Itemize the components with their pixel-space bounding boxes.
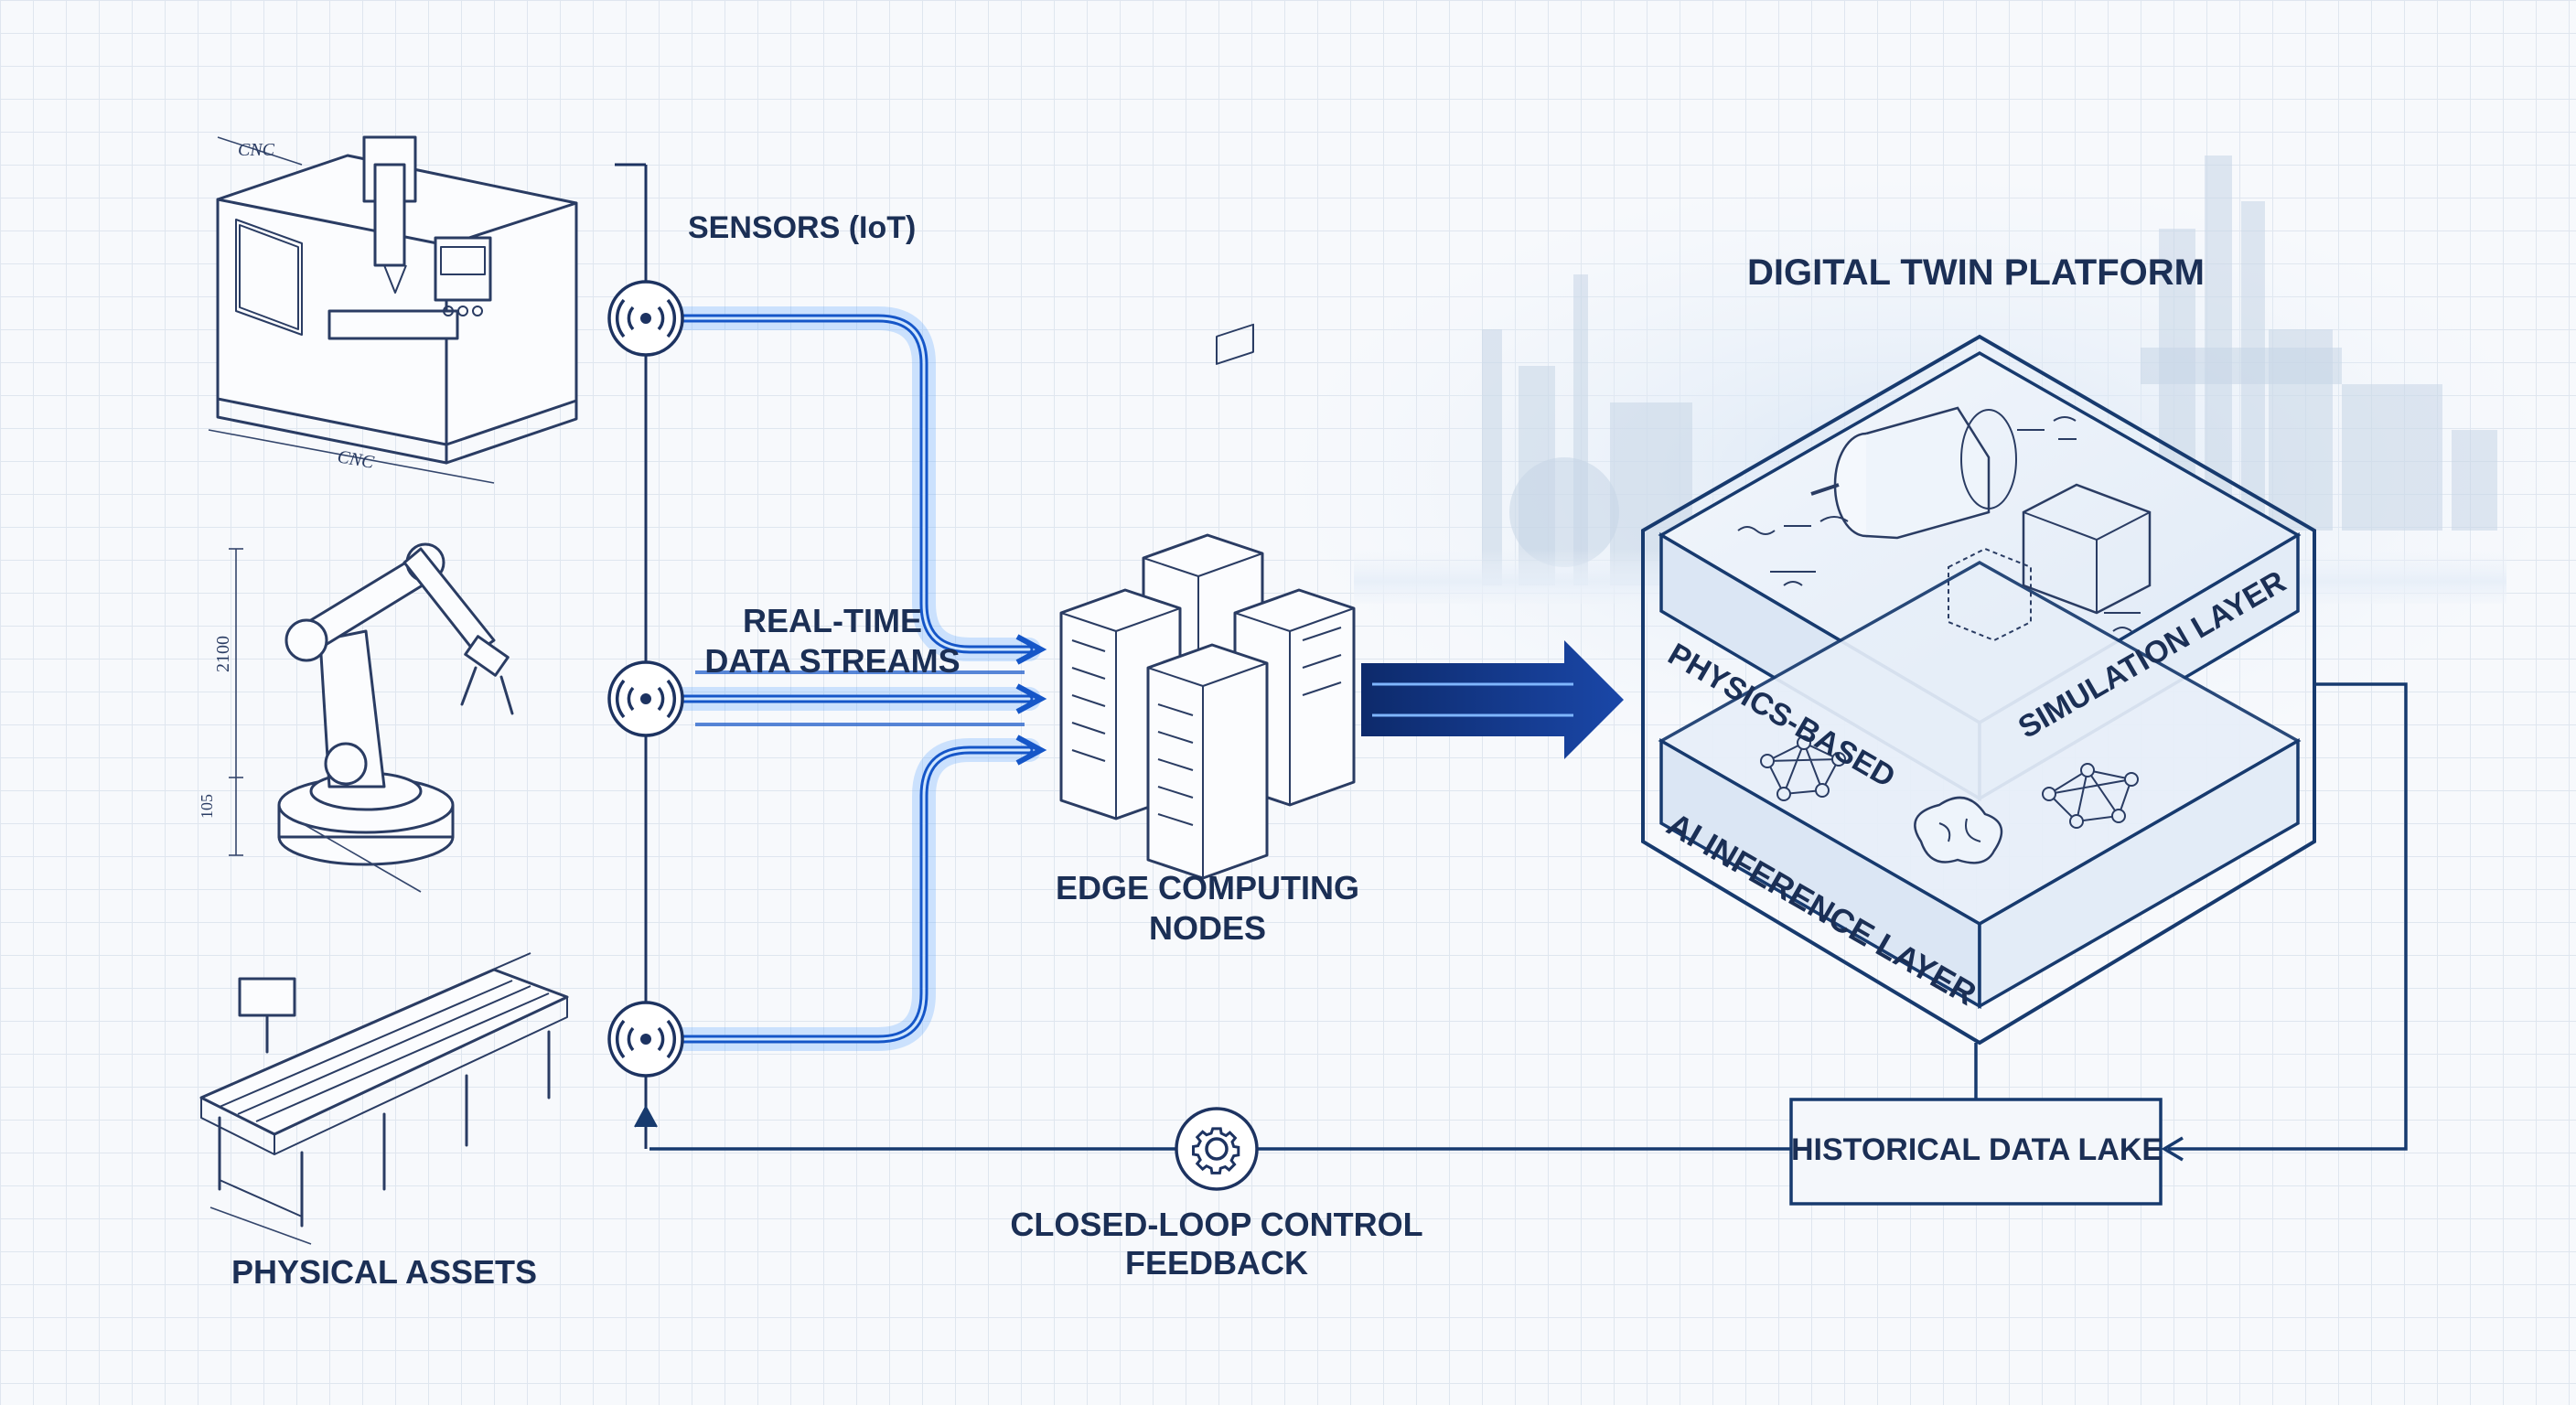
wireless-signal-icon [607,280,684,357]
cnc-annotation-bottom: CNC [336,446,376,473]
edge-nodes-label-line1: EDGE COMPUTING [1055,869,1359,906]
edge-to-platform-arrow [1361,640,1624,759]
edge-nodes-label-line2: NODES [1148,909,1267,947]
robot-arm-drawing: 2100 105 [198,542,514,893]
mesh-cube-icon [1948,483,2152,642]
platform-title: DIGITAL TWIN PLATFORM [1747,252,2205,293]
equation-scribbles [1737,416,2141,632]
feedback-label-line2: FEEDBACK [1124,1244,1308,1282]
data-stream-flows [670,306,1047,1051]
cnc-annotation-top: CNC [238,140,275,160]
cnc-machine-drawing: CNC CNC [208,135,578,484]
gear-icon [1175,1107,1259,1191]
historical-data-lake-box [1789,1098,2163,1206]
data-streams-label-line2: DATA STREAMS [704,642,961,680]
feedback-label-line1: CLOSED-LOOP CONTROL [1010,1206,1423,1243]
robot-dimension-height: 2100 [213,636,233,672]
physical-assets-label: PHYSICAL ASSETS [231,1253,538,1291]
server-rack-icon [1059,323,1356,880]
digital-twin-platform [1641,334,2316,1046]
historical-data-lake-label: HISTORICAL DATA LAKE [1791,1132,2163,1167]
brain-icon [1914,796,2003,864]
data-streams-label-line1: REAL-TIME [743,602,922,639]
motor-wireframe-icon [1810,406,2017,540]
robot-dimension-base: 105 [198,794,216,819]
wireless-signal-icon [607,1001,684,1078]
conveyor-belt-drawing [199,952,569,1245]
neural-network-icon [1760,735,2139,829]
sensors-label: SENSORS (IoT) [688,210,917,245]
wireless-signal-icon [607,660,684,737]
